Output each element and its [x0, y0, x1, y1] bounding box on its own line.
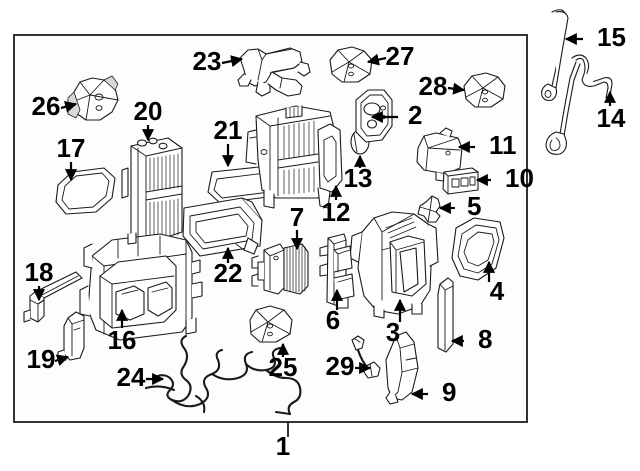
callout-label-11: 11 [489, 130, 517, 160]
leader-26 [60, 100, 78, 113]
part-12-evaporator-core-case [245, 105, 343, 209]
part-24-wire-harness [144, 334, 302, 416]
callout-label-13: 13 [344, 163, 373, 193]
callout-label-29: 29 [326, 351, 355, 381]
callout-label-1: 1 [276, 431, 290, 461]
callout-label-6: 6 [326, 305, 340, 335]
leader-28 [447, 82, 466, 95]
callout-label-14: 14 [597, 103, 626, 133]
part-11-servo-actuator [416, 127, 463, 182]
callout-label-15: 15 [597, 22, 626, 52]
callout-label-20: 20 [134, 96, 163, 126]
part-5-mounting-clip [417, 195, 441, 223]
part-3-air-inlet-housing [349, 211, 439, 319]
leader-27 [366, 53, 387, 66]
callout-label-24: 24 [117, 362, 146, 392]
callout-label-8: 8 [478, 324, 492, 354]
part-7-blower-motor [251, 243, 309, 295]
callout-label-2: 2 [408, 100, 422, 130]
callout-label-3: 3 [386, 317, 400, 347]
part-8-air-duct-blade [437, 277, 454, 353]
callout-label-10: 10 [505, 163, 534, 193]
part-27-case-cover-plate-center [329, 46, 373, 83]
callout-label-9: 9 [442, 377, 456, 407]
callout-label-12: 12 [322, 197, 351, 227]
part-22-air-mix-duct [182, 197, 263, 257]
part-14-suction-line-hose [545, 54, 613, 155]
callout-label-4: 4 [490, 276, 505, 306]
callout-label-5: 5 [467, 191, 481, 221]
leader-19 [54, 354, 70, 366]
callout-label-23: 23 [193, 46, 222, 76]
callout-label-19: 19 [27, 344, 56, 374]
part-23-heater-hose-assembly [237, 47, 311, 97]
callout-label-25: 25 [269, 352, 298, 382]
callout-label-18: 18 [25, 257, 54, 287]
part-28-case-cover-plate-right [463, 72, 506, 108]
callout-label-21: 21 [214, 115, 243, 145]
callout-label-26: 26 [32, 91, 61, 121]
part-20-heater-core [121, 137, 183, 245]
callout-label-17: 17 [57, 133, 86, 163]
part-25-case-cover-plate-lower [249, 305, 293, 343]
leader-23 [221, 55, 244, 68]
callout-label-27: 27 [386, 41, 415, 71]
part-9-curved-duct-vane [385, 331, 419, 405]
callout-label-28: 28 [419, 71, 448, 101]
part-10-resistor-module [442, 167, 479, 195]
callout-label-7: 7 [290, 202, 304, 232]
callout-label-22: 22 [214, 258, 243, 288]
part-15-liquid-line-tube [541, 9, 569, 102]
part-6-power-transistor-bracket [319, 233, 355, 309]
part-16-lower-heater-case [79, 232, 203, 341]
callout-label-16: 16 [108, 325, 137, 355]
